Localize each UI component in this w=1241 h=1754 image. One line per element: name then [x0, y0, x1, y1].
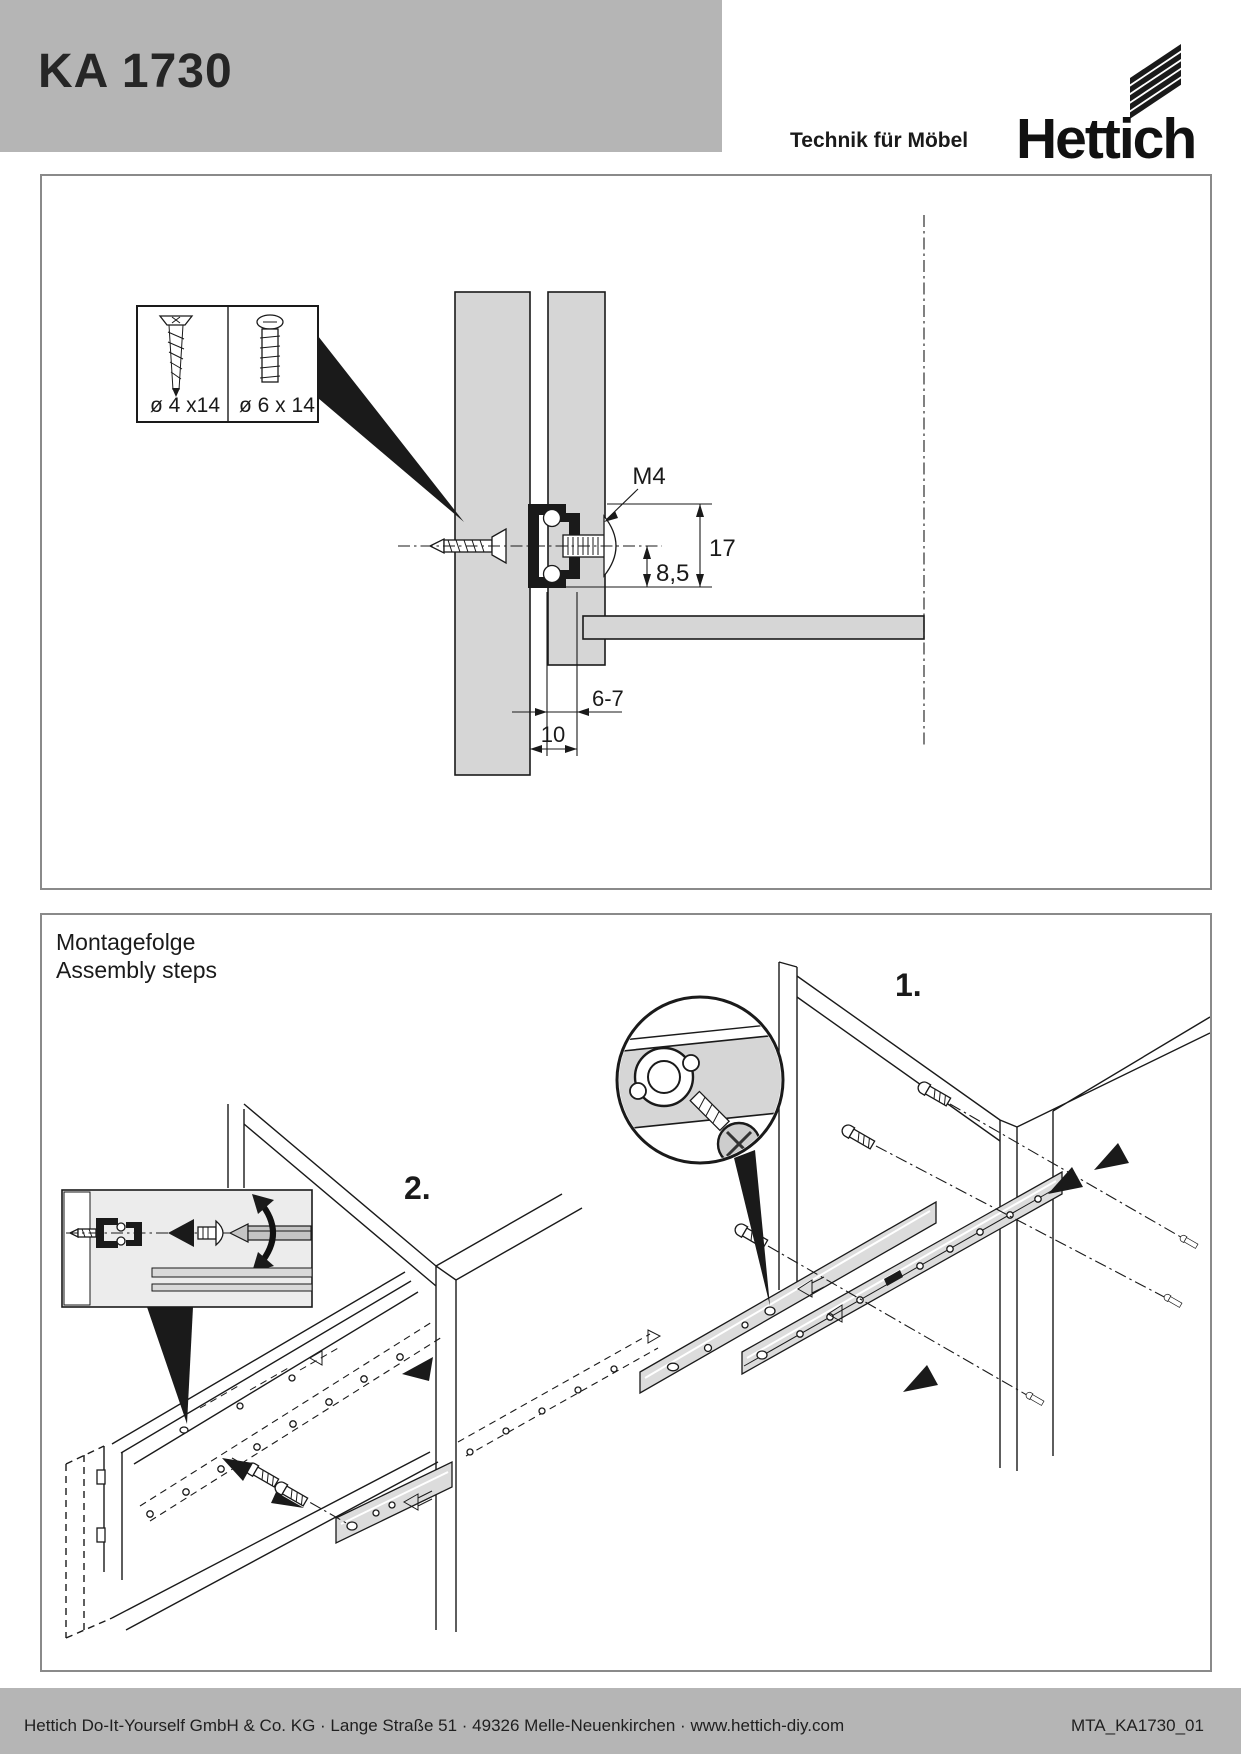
drawer-side-rail: [335, 1460, 453, 1545]
screw-icon: [274, 1481, 309, 1507]
drawer-screws: [222, 1457, 349, 1525]
brand-tagline: Technik für Möbel: [790, 129, 969, 152]
step2-label: 2.: [404, 1170, 431, 1206]
direction-arrow-icon: [222, 1458, 253, 1481]
assembly-drawing: Montagefolge Assembly steps 1. 2.: [56, 929, 1210, 1639]
callout-pointer: [147, 1307, 193, 1424]
dim-67-label: 6-7: [592, 686, 624, 711]
heading-de: Montagefolge: [56, 929, 195, 955]
step2-illustration: [61, 1103, 662, 1639]
direction-arrow-icon: [1048, 1167, 1083, 1194]
step1-label: 1.: [895, 967, 922, 1003]
cabinet-side-board: [454, 291, 531, 776]
callout-pointer: [318, 336, 464, 522]
drawer-outline: [65, 1271, 439, 1639]
drawer-bottom-board: [582, 615, 925, 640]
hettich-logo-text: Hettich: [1016, 107, 1197, 171]
screw-label-1: ø 4 x14: [150, 394, 220, 417]
page-title: KA 1730: [38, 45, 233, 98]
thread-label: M4: [632, 463, 665, 490]
footer-doc-code: MTA_KA1730_01: [1071, 1716, 1204, 1735]
cross-section-panel: [40, 174, 1212, 890]
screw-selection-box: ø 4 x14 ø 6 x 14: [136, 305, 319, 423]
dim-17-label: 17: [709, 535, 736, 562]
screw-icon: [917, 1081, 952, 1107]
direction-arrow-icon: [402, 1357, 433, 1381]
wall-rail-hidden: [139, 1321, 662, 1522]
small-screw-icon: [1163, 1293, 1183, 1308]
screw-label-2: ø 6 x 14: [239, 394, 315, 417]
magnifier-detail: [615, 995, 785, 1306]
step2-cabinet-frame: [227, 1103, 583, 1632]
hettich-logo-stripes-icon: [1130, 44, 1181, 119]
ball-bottom: [542, 564, 562, 584]
small-screw-icon: [1025, 1391, 1045, 1406]
direction-arrow-icon: [1094, 1143, 1129, 1170]
dim-10-label: 10: [541, 722, 565, 747]
step1-illustration: [615, 961, 1210, 1471]
countersunk-screw-icon: [158, 315, 194, 397]
footer-company-line: Hettich Do-It-Yourself GmbH & Co. KG · L…: [24, 1716, 845, 1735]
slide-profile: [528, 504, 580, 588]
cabinet-rail: [639, 1200, 937, 1395]
footer-bar: [0, 1688, 1241, 1754]
heading-en: Assembly steps: [56, 957, 217, 983]
header-bar: [0, 0, 722, 152]
mounting-screws: [734, 1081, 1199, 1406]
adjustment-detail-box: [61, 1189, 313, 1308]
ball-top: [542, 508, 562, 528]
direction-arrow-icon: [271, 1492, 304, 1508]
magnified-screw-shaft: [689, 1090, 731, 1132]
small-screw-icon: [1179, 1234, 1199, 1249]
cross-section-drawing: 17 8,5 M4 6-7 10: [136, 215, 925, 776]
cabinet-frame: [778, 961, 1210, 1471]
drawer-runner-rail: [741, 1170, 1063, 1376]
dimensions: 17 8,5 M4 6-7 10: [512, 463, 736, 756]
direction-arrow-icon: [903, 1365, 938, 1392]
dim-85-label: 8,5: [656, 560, 689, 587]
adjust-arrow-icon: [168, 1219, 194, 1247]
callout-pointer: [734, 1150, 770, 1306]
screw-icon: [841, 1124, 876, 1150]
pan-head-screw-icon: [256, 314, 284, 383]
